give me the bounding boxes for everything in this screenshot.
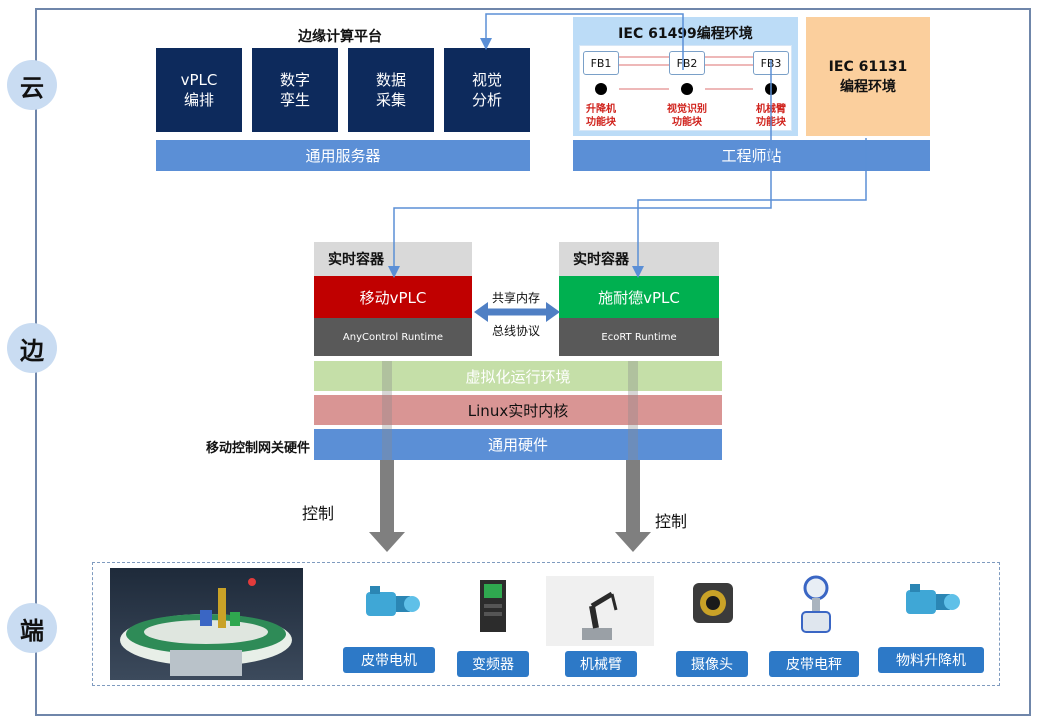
container-1-header: 实时容器 bbox=[314, 242, 472, 276]
level-cloud: 云 bbox=[7, 60, 57, 110]
module-data-collection[interactable]: 数据 采集 bbox=[348, 48, 434, 132]
level-edge: 边 bbox=[7, 323, 57, 373]
module-vplc-orchestration[interactable]: vPLC 编排 bbox=[156, 48, 242, 132]
device-belt-scale[interactable]: 皮带电秤 bbox=[769, 651, 859, 677]
device-inverter[interactable]: 变频器 bbox=[457, 651, 529, 677]
fb-connectors bbox=[619, 56, 753, 90]
fb1-port-icon bbox=[595, 83, 607, 95]
device-camera[interactable]: 摄像头 bbox=[676, 651, 748, 677]
virtualization-layer: 虚拟化运行环境 bbox=[314, 361, 722, 391]
general-hardware-layer: 通用硬件 bbox=[314, 429, 722, 460]
fb2-port-icon bbox=[681, 83, 693, 95]
ecort-runtime: EcoRT Runtime bbox=[559, 318, 719, 356]
control-label-right: 控制 bbox=[655, 512, 688, 531]
iec61131-title: IEC 61131 编程环境 bbox=[828, 58, 908, 95]
belt-motor-icon bbox=[366, 586, 420, 616]
fb1-block[interactable]: FB1 bbox=[583, 51, 619, 75]
gateway-hardware-label: 移动控制网关硬件 bbox=[205, 441, 310, 456]
module-digital-twin[interactable]: 数字 孪生 bbox=[252, 48, 338, 132]
linux-kernel-layer: Linux实时内核 bbox=[314, 395, 722, 425]
device-robot-arm[interactable]: 机械臂 bbox=[565, 651, 637, 677]
inverter-icon bbox=[480, 580, 506, 632]
iec61499-panel: IEC 61499编程环境 FB1 FB2 FB3 升降机 功能块 视觉识别 功… bbox=[573, 17, 798, 136]
robot-arm-icon bbox=[582, 591, 618, 640]
belt-scale-icon bbox=[801, 575, 831, 633]
production-line-image bbox=[110, 568, 303, 680]
level-end: 端 bbox=[7, 603, 57, 653]
robot-arm-image bbox=[546, 576, 654, 646]
lift-motor-icon bbox=[906, 584, 960, 614]
control-label-left: 控制 bbox=[302, 504, 335, 523]
module-vision-analysis[interactable]: 视觉 分析 bbox=[444, 48, 530, 132]
anycontrol-runtime: AnyControl Runtime bbox=[314, 318, 472, 356]
fb1-caption: 升降机 功能块 bbox=[586, 104, 616, 128]
mobile-vplc[interactable]: 移动vPLC bbox=[314, 276, 472, 318]
device-zone bbox=[92, 562, 1000, 686]
bus-protocol-label: 总线协议 bbox=[491, 324, 540, 338]
camera-icon bbox=[693, 583, 733, 623]
conveyor-model-icon bbox=[120, 578, 292, 676]
engineer-station-bar: 工程师站 bbox=[573, 140, 930, 171]
shared-memory-label: 共享内存 bbox=[491, 291, 540, 305]
edge-platform-title: 边缘计算平台 bbox=[298, 29, 382, 45]
general-server-bar: 通用服务器 bbox=[156, 140, 530, 171]
device-belt-motor[interactable]: 皮带电机 bbox=[343, 647, 435, 673]
iec61131-panel[interactable]: IEC 61131 编程环境 bbox=[806, 17, 930, 136]
fb2-block[interactable]: FB2 bbox=[669, 51, 705, 75]
fb2-caption: 视觉识别 功能块 bbox=[667, 104, 707, 128]
device-material-lift[interactable]: 物料升降机 bbox=[878, 647, 984, 673]
schneider-vplc[interactable]: 施耐德vPLC bbox=[559, 276, 719, 318]
iec61499-title: IEC 61499编程环境 bbox=[618, 26, 753, 42]
